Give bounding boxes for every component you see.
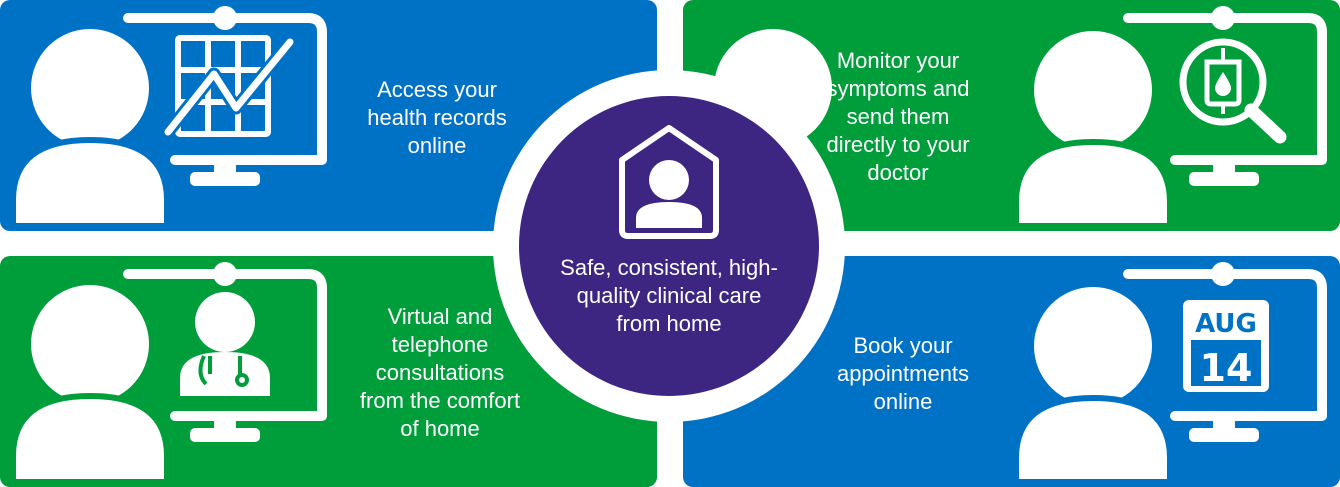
- calendar-month: AUG: [1195, 309, 1257, 339]
- calendar-icon: AUG 14: [1183, 300, 1269, 392]
- user-monitor-illustration: AUG 14: [1013, 262, 1327, 485]
- user-body: [1013, 394, 1173, 485]
- health-chart-monitor-icon: [161, 35, 297, 139]
- doctor-stethoscope-icon: [180, 292, 270, 396]
- user-monitor-illustration: [10, 262, 327, 485]
- consult-text: Virtual and telephone consultations from…: [359, 304, 521, 441]
- user-body: [10, 392, 170, 485]
- user-head: [1028, 25, 1158, 155]
- panel-monitor-symptoms: Monitor your symptoms and send them dire…: [683, 0, 1340, 231]
- user-body: [1013, 138, 1173, 229]
- panel-health-records: Access your health records online: [0, 0, 657, 231]
- blood-test-magnifier-icon: [1179, 38, 1287, 144]
- monitor-text: Monitor your symptoms and send them dire…: [826, 48, 970, 185]
- user-head: [1028, 281, 1158, 411]
- booking-text: Book your appointments online: [836, 333, 970, 414]
- user-head: [25, 23, 155, 153]
- user-monitor-illustration: [10, 6, 327, 229]
- records-text: Access your health records online: [367, 77, 507, 158]
- user-head: [25, 279, 155, 409]
- panel-book-appointments: AUG 14 Book your appointments online: [683, 256, 1340, 487]
- person-house-icon: [619, 125, 719, 239]
- user-body: [10, 136, 170, 229]
- center-text: Safe, consistent, high- quality clinical…: [560, 255, 778, 336]
- center-circle: [519, 96, 819, 396]
- calendar-day: 14: [1200, 346, 1253, 390]
